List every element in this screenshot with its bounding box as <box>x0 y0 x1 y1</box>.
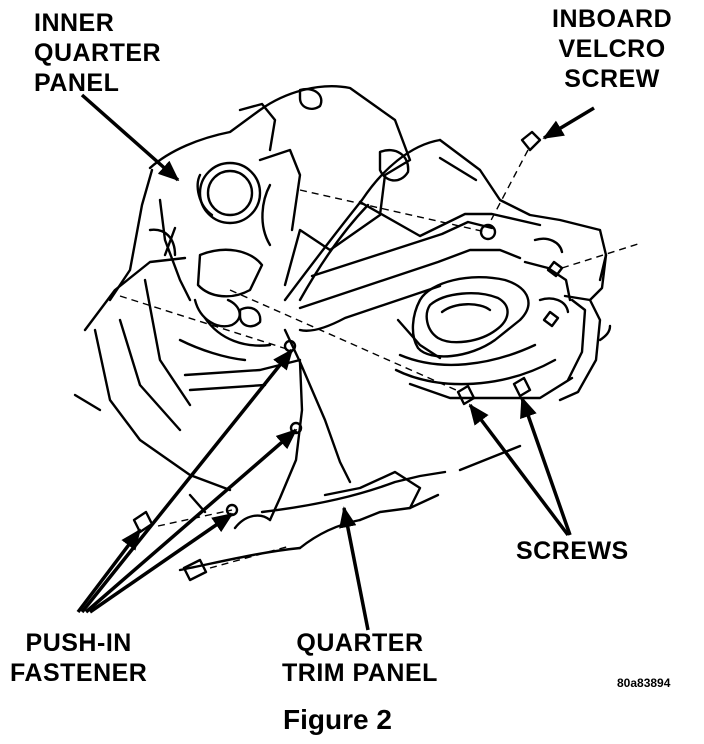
arrow-screws-right <box>520 396 572 536</box>
inner-quarter-panel-body <box>73 85 412 492</box>
label-inboard-velcro-screw-line-2: VELCRO <box>558 35 666 63</box>
arrow-quarter-trim-panel <box>339 506 370 631</box>
arrow-push-in-fastener-4 <box>89 512 234 614</box>
label-quarter-trim-panel: QUARTER TRIM PANEL <box>282 628 438 688</box>
arrow-inboard-velcro-screw <box>542 106 595 140</box>
arrow-push-in-fastener-3 <box>84 428 298 614</box>
label-inboard-velcro-screw-line-3: SCREW <box>564 65 660 93</box>
leader-arrows <box>76 93 595 631</box>
label-push-in-fastener-line-2: FASTENER <box>10 659 148 687</box>
label-inboard-velcro-screw: INBOARD VELCRO SCREW <box>552 4 672 94</box>
label-inboard-velcro-screw-line-1: INBOARD <box>552 5 673 33</box>
quarter-trim-panel-shell <box>178 138 612 572</box>
arrow-inner-quarter-panel <box>80 93 180 182</box>
reference-code: 80a83894 <box>617 676 671 690</box>
label-push-in-fastener-line-1: PUSH-IN <box>25 629 132 657</box>
label-inner-quarter-panel-line-1: INNER <box>34 9 115 37</box>
label-screws-text: SCREWS <box>516 537 629 565</box>
label-screws: SCREWS <box>516 536 629 566</box>
arrow-push-in-fastener-2 <box>80 348 294 614</box>
alignment-lines <box>119 149 639 569</box>
arrow-push-in-fastener-1 <box>76 528 142 614</box>
label-inner-quarter-panel: INNER QUARTER PANEL <box>34 8 161 98</box>
label-inner-quarter-panel-line-2: QUARTER <box>34 39 162 67</box>
label-quarter-trim-panel-line-1: QUARTER <box>296 629 424 657</box>
label-push-in-fastener: PUSH-IN FASTENER <box>10 628 147 688</box>
label-quarter-trim-panel-line-2: TRIM PANEL <box>282 659 438 687</box>
label-inner-quarter-panel-line-3: PANEL <box>34 69 120 97</box>
arrow-screws-left <box>468 403 570 537</box>
figure-caption: Figure 2 <box>283 704 392 735</box>
